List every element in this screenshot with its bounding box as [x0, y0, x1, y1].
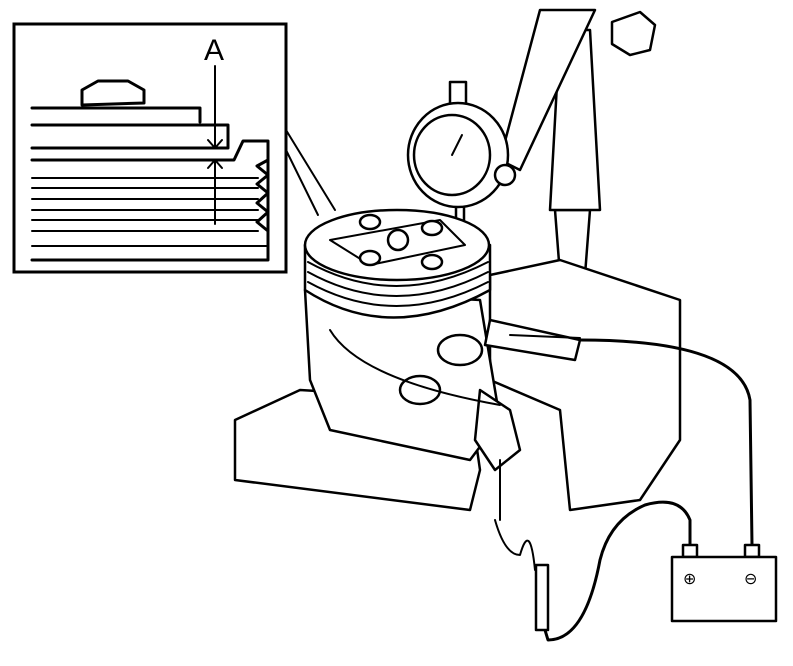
dimension-label-a: A [204, 34, 224, 67]
compressor-assembly [233, 258, 682, 512]
battery: ⊕ ⊖ [670, 543, 778, 623]
battery-negative-terminal-icon: ⊖ [744, 569, 757, 588]
test-leads [329, 329, 754, 642]
battery-positive-terminal-icon: ⊕ [683, 569, 696, 588]
inset-detail: A [12, 22, 336, 274]
dial-indicator-stand [498, 8, 657, 295]
magnetic-clutch [303, 208, 492, 319]
